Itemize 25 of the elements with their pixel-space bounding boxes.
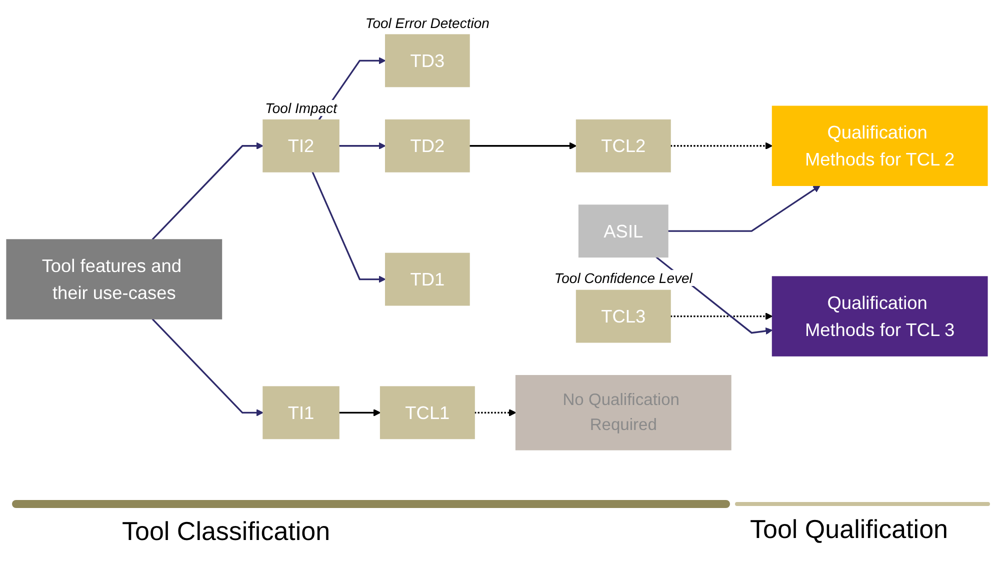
node-box: ASIL (578, 204, 668, 258)
arrow (670, 142, 773, 150)
arrow (474, 409, 516, 417)
node-box: TD1 (385, 253, 470, 306)
arrow (339, 142, 386, 150)
node-box: TI1 (262, 386, 340, 440)
node-box: TCL1 (380, 386, 475, 440)
node-box: TD2 (385, 120, 470, 173)
arrow (339, 409, 381, 417)
node-box: TI2 (262, 120, 340, 173)
node-box: TCL2 (576, 120, 671, 173)
node-box: Qualification Methods for TCL 3 (772, 276, 988, 357)
arrow (469, 142, 577, 150)
arrow (670, 312, 773, 320)
node-box: TCL3 (576, 290, 671, 343)
section-label: Tool Qualification (750, 514, 948, 545)
arrow (312, 172, 386, 284)
arrow (152, 142, 264, 240)
arrow (668, 186, 820, 232)
arrow (152, 318, 264, 417)
node-box: No Qualification Required (515, 375, 732, 451)
section-label: Tool Classification (122, 516, 330, 547)
node-box: Qualification Methods for TCL 2 (772, 106, 988, 186)
node-box: TD3 (385, 34, 470, 88)
node-box: Tool features and their use-cases (6, 239, 222, 320)
